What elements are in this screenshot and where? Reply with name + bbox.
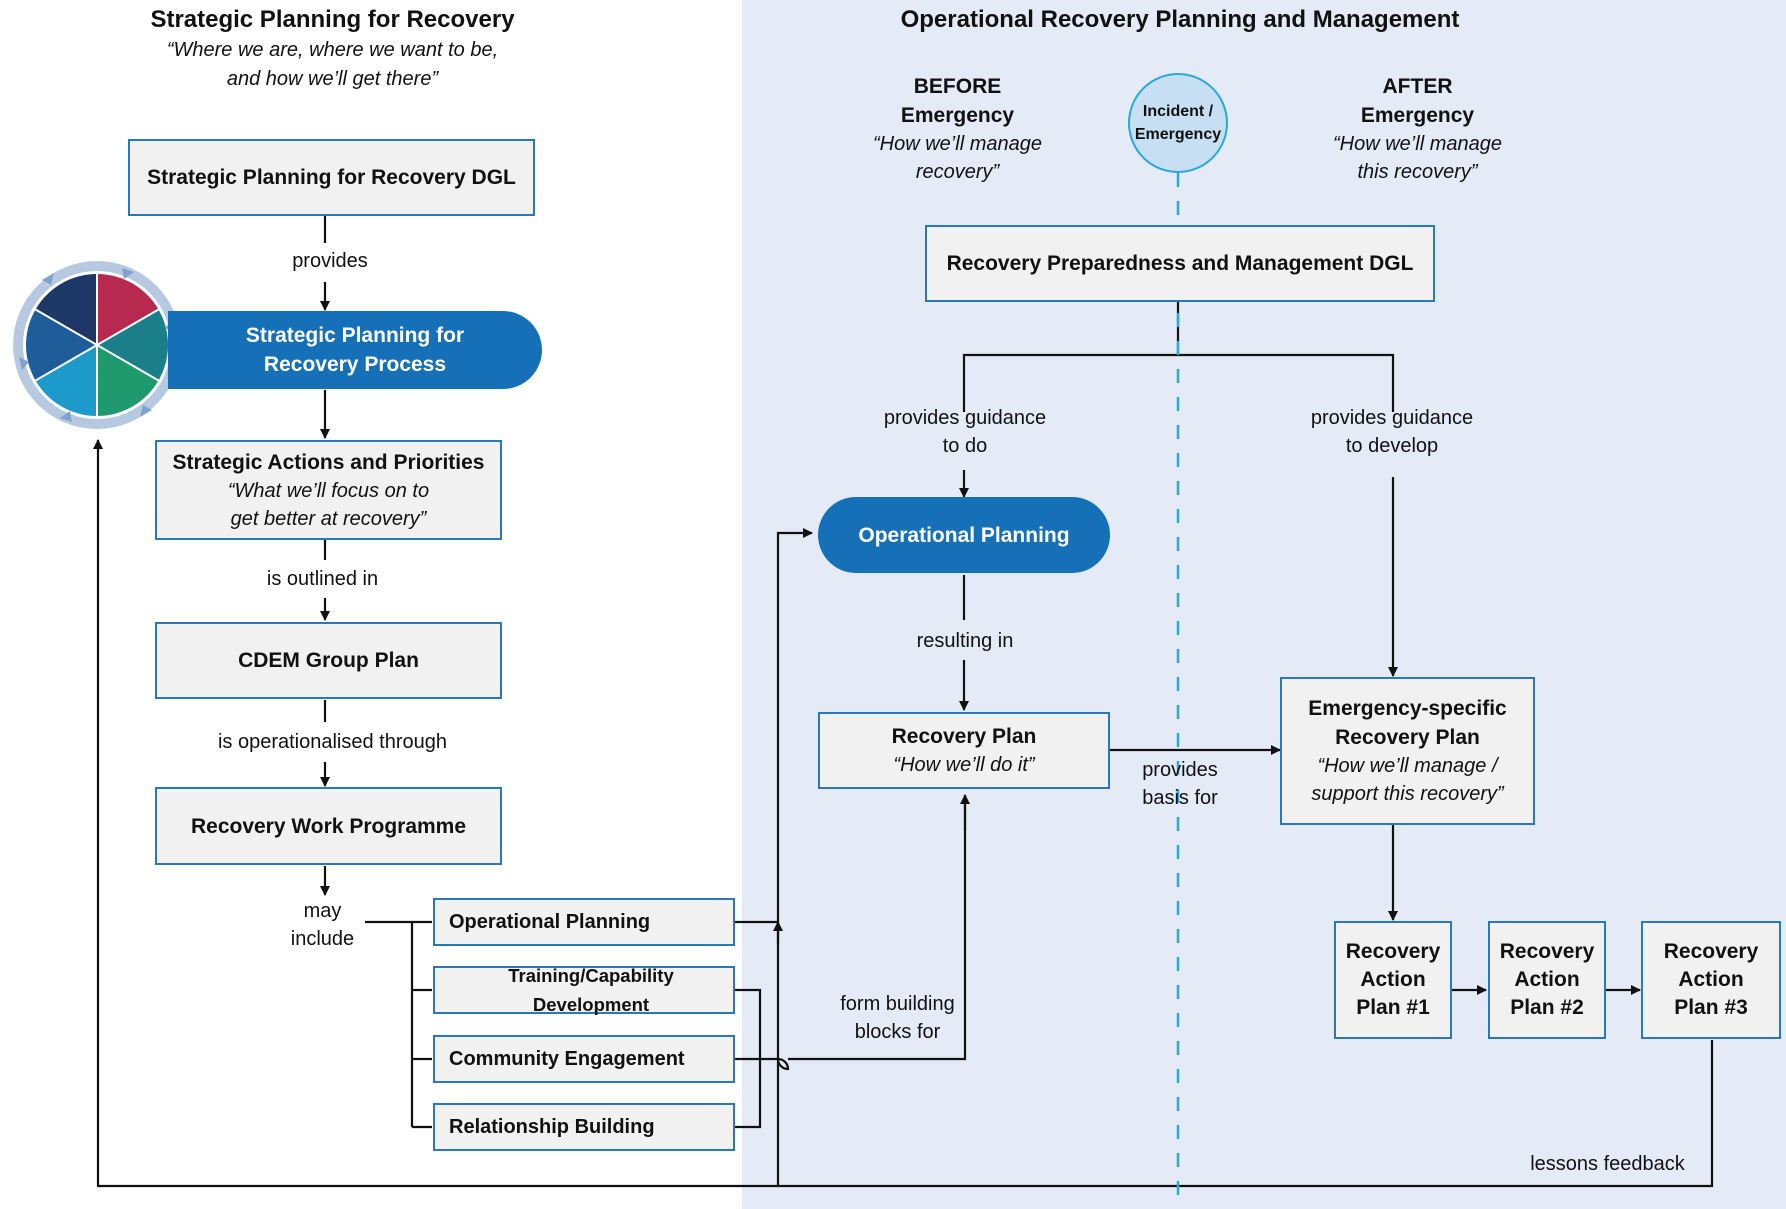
strategic-planning-cycle-wheel[interactable] — [12, 260, 182, 430]
include-item-community-engagement[interactable]: Community Engagement — [433, 1035, 735, 1083]
guidance-do-line2: to do — [942, 435, 988, 457]
left-section-subtitle: “Where we are, where we want to be, and … — [120, 36, 545, 94]
include-item-relationship-building[interactable]: Relationship Building — [433, 1103, 735, 1151]
recovery-work-programme-box[interactable]: Recovery Work Programme — [155, 787, 502, 865]
basis-line1: provides — [1142, 759, 1218, 781]
recovery-preparedness-dgl-box[interactable]: Recovery Preparedness and Management DGL — [925, 225, 1435, 302]
include-item-label: Community Engagement — [449, 1047, 685, 1070]
cycle-segment-6 — [35, 274, 97, 345]
action-plan-line2: Action — [1678, 968, 1744, 991]
before-sub-line1: “How we’ll manage — [873, 133, 1042, 155]
cycle-segment-5 — [25, 309, 97, 381]
strategic-planning-process-pill[interactable]: Strategic Planning for Recovery Process — [168, 311, 542, 389]
operational-planning-pill-label: Operational Planning — [858, 523, 1070, 547]
strategic-actions-sub-line2: get better at recovery” — [230, 507, 427, 530]
emergency-plan-line2: Recovery Plan — [1335, 726, 1480, 749]
emergency-plan-sub-line1: “How we’ll manage / — [1317, 755, 1498, 777]
after-emergency-heading: AFTER Emergency “How we’ll manage this r… — [1310, 72, 1525, 186]
label-guidance-develop: provides guidance to develop — [1297, 404, 1487, 460]
action-plan-line1: Recovery — [1345, 940, 1441, 963]
label-provides-basis: provides basis for — [1125, 756, 1235, 812]
label-lessons-feedback: lessons feedback — [1530, 1153, 1685, 1175]
incident-line2: Emergency — [1134, 126, 1222, 143]
left-subtitle-line1: “Where we are, where we want to be, — [166, 39, 499, 61]
action-plan-line1: Recovery — [1499, 940, 1595, 963]
operational-panel-background — [742, 0, 1786, 1209]
recovery-action-plan-3[interactable]: Recovery Action Plan #3 — [1641, 921, 1781, 1039]
cdem-group-plan-box[interactable]: CDEM Group Plan — [155, 622, 502, 699]
cdem-group-plan-label: CDEM Group Plan — [238, 649, 419, 672]
incident-line1: Incident / — [1142, 103, 1214, 120]
label-outlined-in: is outlined in — [266, 568, 379, 590]
emergency-plan-sub-line2: support this recovery” — [1311, 783, 1504, 805]
action-plan-line3: Plan #2 — [1510, 996, 1584, 1019]
action-plan-line2: Action — [1514, 968, 1580, 991]
guidance-do-line1: provides guidance — [883, 407, 1047, 429]
strategic-actions-sub-line1: “What we’ll focus on to — [227, 479, 430, 502]
left-section-title: Strategic Planning for Recovery — [150, 6, 515, 33]
guidance-develop-line1: provides guidance — [1310, 407, 1474, 429]
after-sub-line1: “How we’ll manage — [1333, 133, 1502, 155]
recovery-work-programme-label: Recovery Work Programme — [190, 814, 467, 838]
label-include: include — [290, 928, 355, 950]
label-building-blocks: form building blocks for — [830, 990, 965, 1046]
include-item-label: Training/Capability Development — [508, 965, 674, 1015]
process-pill-line2: Recovery Process — [263, 353, 447, 376]
label-guidance-do: provides guidance to do — [870, 404, 1060, 460]
action-plan-line3: Plan #1 — [1356, 996, 1430, 1019]
recovery-plan-sub: “How we’ll do it” — [893, 754, 1035, 776]
include-item-operational-planning[interactable]: Operational Planning — [433, 898, 735, 946]
label-operationalised: is operationalised through — [217, 731, 448, 753]
strategic-dgl-label: Strategic Planning for Recovery DGL — [147, 166, 516, 189]
strategic-dgl-box[interactable]: Strategic Planning for Recovery DGL — [128, 139, 535, 216]
before-line2: Emergency — [900, 104, 1015, 127]
emergency-specific-recovery-plan-box[interactable]: Emergency-specific Recovery Plan “How we… — [1280, 677, 1535, 825]
strategic-actions-box[interactable]: Strategic Actions and Priorities “What w… — [155, 440, 502, 540]
after-line2: Emergency — [1360, 104, 1475, 127]
include-item-training[interactable]: Training/Capability Development — [433, 965, 735, 1015]
incident-emergency-circle[interactable]: Incident / Emergency — [1128, 73, 1228, 173]
action-plan-line2: Action — [1360, 968, 1426, 991]
before-emergency-heading: BEFORE Emergency “How we’ll manage recov… — [850, 72, 1065, 186]
label-resulting-in: resulting in — [916, 630, 1014, 652]
emergency-plan-line1: Emergency-specific — [1308, 697, 1507, 720]
cycle-wheel-graphic — [13, 261, 181, 429]
after-line1: AFTER — [1382, 75, 1453, 98]
label-may: may — [303, 900, 342, 922]
right-section-title: Operational Recovery Planning and Manage… — [900, 6, 1460, 33]
cycle-segment-3 — [97, 345, 159, 416]
cycle-segment-4 — [35, 345, 97, 416]
guidance-develop-line2: to develop — [1345, 435, 1439, 457]
action-plan-line1: Recovery — [1663, 940, 1759, 963]
building-line2: blocks for — [854, 1021, 941, 1043]
recovery-action-plan-1[interactable]: Recovery Action Plan #1 — [1334, 921, 1452, 1039]
before-sub-line2: recovery” — [915, 161, 1000, 183]
operational-planning-pill[interactable]: Operational Planning — [818, 497, 1110, 573]
strategic-actions-title: Strategic Actions and Priorities — [172, 450, 485, 474]
building-line1: form building — [840, 993, 955, 1015]
recovery-plan-box[interactable]: Recovery Plan “How we’ll do it” — [818, 712, 1110, 789]
recovery-action-plan-2[interactable]: Recovery Action Plan #2 — [1488, 921, 1606, 1039]
recovery-plan-title: Recovery Plan — [891, 725, 1037, 748]
action-plan-line3: Plan #3 — [1674, 996, 1748, 1019]
recovery-preparedness-dgl-label: Recovery Preparedness and Management DGL — [946, 252, 1414, 275]
before-line1: BEFORE — [913, 75, 1002, 98]
cycle-segment-1 — [97, 274, 159, 345]
include-item-label: Operational Planning — [449, 910, 651, 933]
after-sub-line2: this recovery” — [1357, 161, 1478, 183]
label-provides: provides — [292, 250, 368, 272]
label-may-include: may include — [270, 897, 375, 953]
include-item-label: Relationship Building — [449, 1115, 655, 1138]
basis-line2: basis for — [1142, 787, 1218, 809]
cycle-segment-2 — [97, 309, 169, 381]
process-pill-line1: Strategic Planning for — [245, 324, 465, 347]
left-subtitle-line2: and how we’ll get there” — [226, 68, 439, 90]
